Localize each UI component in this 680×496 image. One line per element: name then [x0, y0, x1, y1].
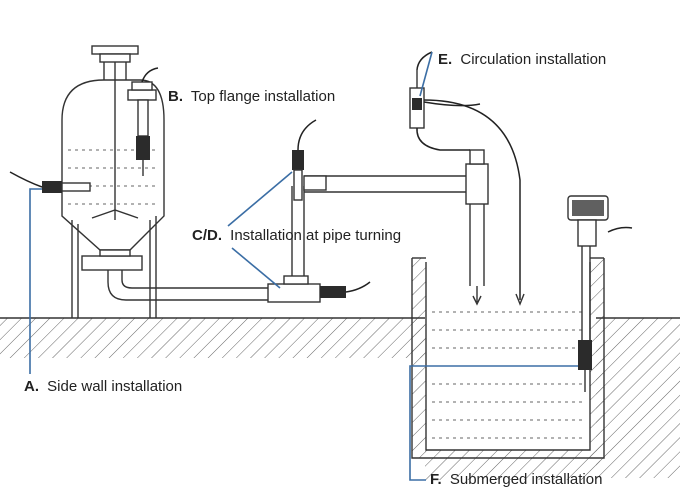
label-cd: C/D. Installation at pipe turning [192, 227, 401, 244]
label-b: B. Top flange installation [168, 88, 335, 105]
sensor-circulation [409, 51, 525, 306]
sensor-side-wall [9, 171, 91, 193]
label-e-letter: E. [438, 51, 452, 68]
leader-lines [29, 51, 578, 481]
label-a-letter: A. [24, 378, 39, 395]
label-e-text: Circulation installation [460, 51, 606, 68]
sensor-top-flange [127, 67, 159, 176]
label-a-text: Side wall installation [47, 378, 182, 395]
label-f-text: Submerged installation [450, 471, 603, 488]
sensor-submerged [567, 195, 633, 392]
leader-f [409, 365, 578, 481]
leader-cd-upper [227, 171, 293, 227]
label-f-letter: F. [430, 471, 442, 488]
sensor-pipe-turning-upper [292, 119, 327, 201]
label-a: A. Side wall installation [24, 378, 182, 395]
ground [0, 258, 680, 480]
leader-e [419, 51, 433, 97]
sensor-pipe-turning-lower [320, 281, 371, 298]
leader-cd-lower [231, 247, 281, 289]
open-basin [411, 257, 605, 459]
process-vessel [61, 45, 165, 318]
label-b-letter: B. [168, 88, 183, 105]
pipework [107, 149, 489, 306]
label-b-text: Top flange installation [191, 88, 335, 105]
leader-a [29, 188, 42, 374]
label-cd-letter: C/D. [192, 227, 222, 244]
label-cd-text: Installation at pipe turning [230, 227, 401, 244]
label-f: F. Submerged installation [430, 471, 602, 488]
label-e: E. Circulation installation [438, 51, 606, 68]
